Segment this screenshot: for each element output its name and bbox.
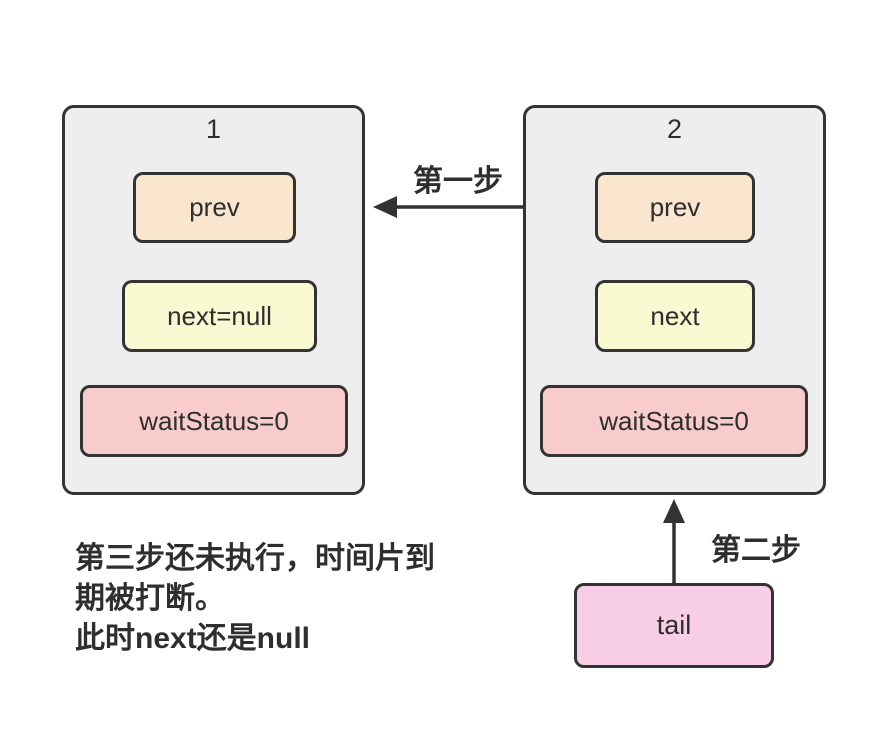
node-1-prev-label: prev xyxy=(189,192,240,222)
node-2-next-field: next xyxy=(595,280,755,352)
step2-arrowhead xyxy=(663,499,685,523)
tail-box: tail xyxy=(574,583,774,668)
node-1-waitstatus-field: waitStatus=0 xyxy=(80,385,348,457)
node-2-waitstatus-field: waitStatus=0 xyxy=(540,385,808,457)
note-line-1: 第三步还未执行，时间片到 xyxy=(75,542,435,575)
step1-arrowhead xyxy=(373,196,397,218)
node-2-prev-label: prev xyxy=(649,192,701,222)
node-2-waitstatus-label: waitStatus=0 xyxy=(599,405,749,436)
tail-label: tail xyxy=(656,610,692,640)
node-2-prev-field: prev xyxy=(595,172,755,243)
node-2: 2 prev next waitStatus=0 xyxy=(523,105,826,495)
node-1: 1 prev next=null waitStatus=0 xyxy=(62,105,365,495)
node-2-next-label: next xyxy=(650,300,700,331)
node-1-next-label: next=null xyxy=(167,300,272,331)
annotation-note: 第三步还未执行，时间片到 期被打断。 此时next还是null xyxy=(75,539,495,659)
step2-label: 第二步 xyxy=(711,525,801,569)
note-line-2: 期被打断。 xyxy=(75,582,225,615)
step1-label: 第一步 xyxy=(404,156,512,200)
step2-arrow xyxy=(663,499,685,583)
note-line-3: 此时next还是null xyxy=(75,622,311,655)
node-1-prev-field: prev xyxy=(133,172,296,243)
node-1-next-field: next=null xyxy=(122,280,317,352)
node-1-waitstatus-label: waitStatus=0 xyxy=(139,405,289,436)
node-1-title: 1 xyxy=(205,114,222,144)
node-2-title: 2 xyxy=(666,114,683,144)
